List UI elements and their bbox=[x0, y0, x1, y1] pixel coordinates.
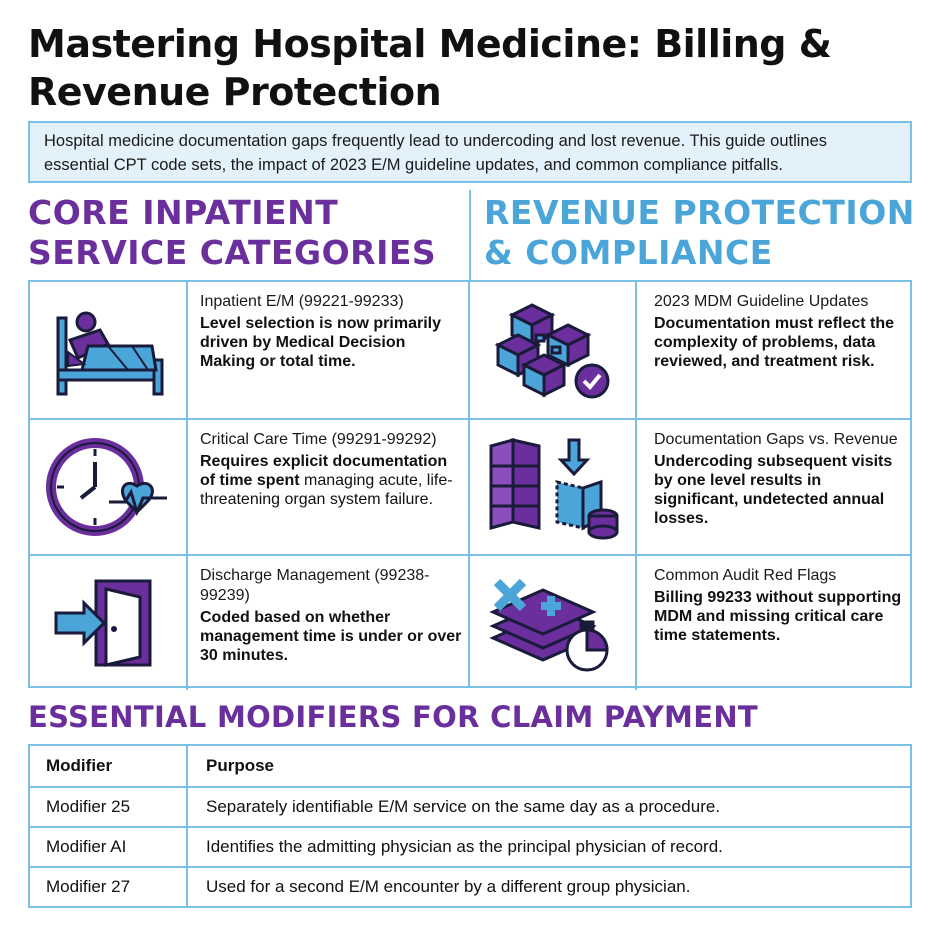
card-documentation-gaps: Documentation Gaps vs. Revenue Undercodi… bbox=[470, 418, 910, 554]
modifier-cell: Modifier 25 bbox=[30, 788, 188, 826]
card-title: Discharge Management (99238-99239) bbox=[200, 567, 430, 604]
exit-door-icon bbox=[30, 556, 188, 690]
card-audit-red-flags: Common Audit Red Flags Billing 99233 wit… bbox=[470, 554, 910, 690]
card-title: 2023 MDM Guideline Updates bbox=[654, 293, 869, 310]
modifiers-heading: ESSENTIAL MODIFIERS FOR CLAIM PAYMENT bbox=[28, 700, 758, 734]
column-header-modifier: Modifier bbox=[30, 746, 188, 786]
section-divider bbox=[469, 190, 471, 280]
modifier-cell: Modifier 27 bbox=[30, 868, 188, 906]
card-mdm-updates: 2023 MDM Guideline Updates Documentation… bbox=[470, 282, 910, 418]
card-critical-care: Critical Care Time (99291-99292) Require… bbox=[30, 418, 468, 554]
card-description: Undercoding subsequent visits by one lev… bbox=[654, 453, 893, 527]
intro-box: Hospital medicine documentation gaps fre… bbox=[28, 121, 912, 183]
clock-heartbeat-icon bbox=[30, 420, 188, 554]
card-discharge: Discharge Management (99238-99239) Coded… bbox=[30, 554, 468, 690]
card-description: Documentation must reflect the complexit… bbox=[654, 315, 895, 370]
modifier-cell: Modifier AI bbox=[30, 828, 188, 866]
hospital-bed-icon bbox=[30, 282, 188, 418]
connected-blocks-check-icon bbox=[470, 282, 637, 418]
blocks-coins-icon bbox=[470, 420, 637, 554]
stacked-papers-timer-icon bbox=[470, 556, 637, 690]
left-section-heading: CORE INPATIENT SERVICE CATEGORIES bbox=[28, 193, 437, 272]
table-row: Modifier 25 Separately identifiable E/M … bbox=[30, 786, 910, 826]
purpose-cell: Separately identifiable E/M service on t… bbox=[206, 797, 721, 816]
card-title: Critical Care Time (99291-99292) bbox=[200, 431, 437, 448]
left-card-grid: Inpatient E/M (99221-99233) Level select… bbox=[28, 280, 470, 690]
right-section-heading: REVENUE PROTECTION & COMPLIANCE bbox=[484, 193, 915, 272]
table-row: Modifier 27 Used for a second E/M encoun… bbox=[30, 866, 910, 906]
column-header-purpose: Purpose bbox=[206, 756, 275, 775]
card-inpatient-em: Inpatient E/M (99221-99233) Level select… bbox=[30, 282, 468, 418]
right-card-grid: 2023 MDM Guideline Updates Documentation… bbox=[470, 280, 912, 690]
table-row: Modifier AI Identifies the admitting phy… bbox=[30, 826, 910, 866]
card-title: Inpatient E/M (99221-99233) bbox=[200, 293, 404, 310]
purpose-cell: Used for a second E/M encounter by a dif… bbox=[206, 877, 691, 896]
page-title: Mastering Hospital Medicine: Billing & R… bbox=[28, 22, 832, 114]
card-title: Common Audit Red Flags bbox=[654, 567, 837, 584]
card-description: Requires explicit documentation of time … bbox=[200, 453, 453, 508]
card-title: Documentation Gaps vs. Revenue bbox=[654, 431, 898, 448]
modifiers-table: Modifier Purpose Modifier 25 Separately … bbox=[28, 744, 912, 908]
table-header-row: Modifier Purpose bbox=[30, 746, 910, 786]
card-description: Billing 99233 without supporting MDM and… bbox=[654, 589, 902, 644]
purpose-cell: Identifies the admitting physician as th… bbox=[206, 837, 723, 856]
card-description: Coded based on whether management time i… bbox=[200, 609, 462, 664]
card-description: Level selection is now primarily driven … bbox=[200, 315, 441, 370]
